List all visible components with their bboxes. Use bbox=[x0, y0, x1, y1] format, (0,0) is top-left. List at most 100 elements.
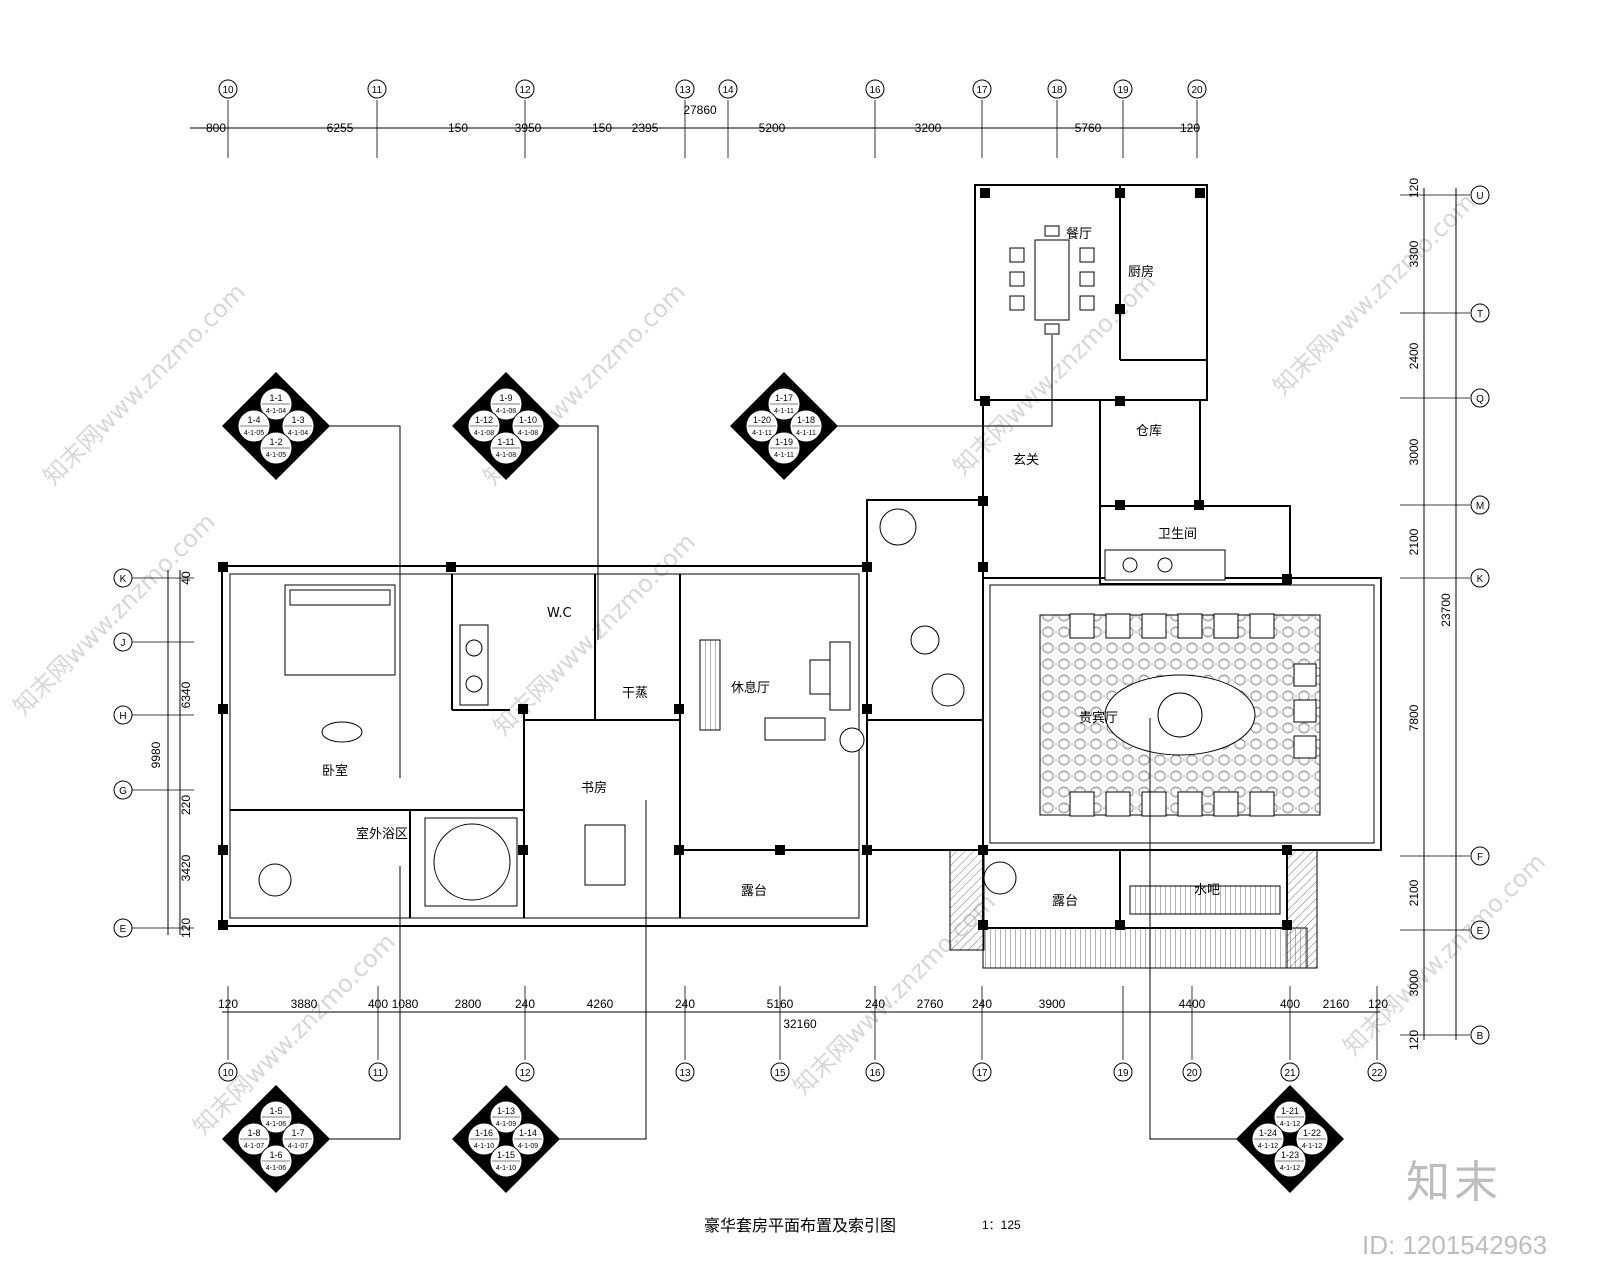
dim-value: 3880 bbox=[291, 997, 318, 1011]
dim-value: 120 bbox=[1180, 121, 1200, 135]
index-cell-sheet: 4-1-11 bbox=[752, 430, 772, 437]
index-cell-sheet: 4-1-10 bbox=[496, 1165, 516, 1172]
axis-bubble bbox=[1470, 388, 1490, 408]
dim-value: 800 bbox=[206, 121, 226, 135]
axis-bubble bbox=[1113, 79, 1133, 99]
dim-value: 7800 bbox=[1407, 704, 1421, 731]
axis-label: 10 bbox=[222, 85, 234, 96]
index-cell-sheet: 4-1-08 bbox=[474, 430, 494, 437]
axis-label: H bbox=[119, 711, 126, 722]
index-cell-number: 1-15 bbox=[497, 1150, 515, 1160]
dim-value: 2800 bbox=[455, 997, 482, 1011]
room-label-storage: 仓库 bbox=[1136, 423, 1162, 439]
index-diamond bbox=[452, 372, 560, 480]
axis-bubble bbox=[865, 79, 885, 99]
axis-label: 11 bbox=[373, 1068, 384, 1079]
drawing-title: 豪华套房平面布置及索引图 bbox=[704, 1216, 897, 1235]
index-cell-sheet: 4-1-12 bbox=[1280, 1121, 1300, 1128]
dim-value: 3950 bbox=[515, 121, 542, 135]
index-cell-sheet: 4-1-05 bbox=[244, 430, 264, 437]
dim-value: 2100 bbox=[1407, 528, 1421, 555]
dim-total: 9980 bbox=[149, 741, 163, 768]
axis-bubble bbox=[1470, 303, 1490, 323]
index-cell-sheet: 4-1-08 bbox=[496, 408, 516, 415]
bedroom-rug bbox=[321, 721, 363, 743]
index-cell-sheet: 4-1-07 bbox=[244, 1143, 264, 1150]
axis-bubble bbox=[1470, 568, 1490, 588]
index-cell-sheet: 4-1-07 bbox=[288, 1143, 308, 1150]
dim-total: 27860 bbox=[683, 103, 717, 117]
watermark-text: 知末网www.znzmo.com bbox=[38, 278, 251, 491]
axis-label: G bbox=[119, 786, 127, 797]
index-diamond bbox=[730, 372, 838, 480]
room-label-lounge: 休息厅 bbox=[731, 680, 770, 696]
index-diamond bbox=[222, 372, 330, 480]
garden-plants bbox=[258, 508, 1017, 897]
dining-chairs bbox=[1009, 225, 1095, 335]
index-cell-sheet: 4-1-06 bbox=[266, 1165, 286, 1172]
dim-value: 150 bbox=[592, 121, 612, 135]
axis-bubble bbox=[675, 79, 695, 99]
axis-label: 21 bbox=[1284, 1068, 1296, 1079]
dim-value: 2400 bbox=[1407, 342, 1421, 369]
axis-bubble bbox=[1470, 185, 1490, 205]
axis-bubble bbox=[770, 1062, 790, 1082]
index-cell-number: 1-12 bbox=[475, 415, 493, 425]
axis-bubble bbox=[1113, 1062, 1133, 1082]
index-diamond bbox=[222, 1085, 330, 1193]
vanity-counter bbox=[459, 624, 489, 706]
index-cell-number: 1-19 bbox=[775, 437, 793, 447]
index-cell-number: 1-23 bbox=[1281, 1150, 1299, 1160]
dim-value: 2100 bbox=[1407, 879, 1421, 906]
axis-bubble bbox=[1367, 1062, 1387, 1082]
index-leaders bbox=[324, 335, 1256, 1140]
axis-label: B bbox=[1477, 1031, 1484, 1042]
room-label-bedroom: 卧室 bbox=[322, 763, 348, 779]
dim-value: 240 bbox=[675, 997, 695, 1011]
index-cell-number: 1-24 bbox=[1259, 1128, 1277, 1138]
terrace-hatch-left bbox=[949, 849, 985, 951]
axis-bubble bbox=[218, 79, 238, 99]
axis-bubble bbox=[113, 780, 133, 800]
index-diamond bbox=[1236, 1085, 1344, 1193]
index-cell-sheet: 4-1-04 bbox=[266, 408, 286, 415]
index-cell-number: 1-17 bbox=[775, 393, 793, 403]
axis-bubble bbox=[113, 632, 133, 652]
axis-bubble bbox=[113, 918, 133, 938]
room-label-study: 书房 bbox=[581, 780, 607, 796]
index-cell-sheet: 4-1-04 bbox=[288, 430, 308, 437]
lounge-bench bbox=[764, 717, 826, 741]
index-cell-sheet: 4-1-08 bbox=[496, 452, 516, 459]
bed-pillows bbox=[289, 589, 391, 606]
dim-value: 240 bbox=[972, 997, 992, 1011]
index-cell-sheet: 4-1-12 bbox=[1280, 1165, 1300, 1172]
index-cell-number: 1-1 bbox=[269, 393, 282, 403]
index-cell-sheet: 4-1-11 bbox=[796, 430, 816, 437]
axis-label: Q bbox=[1476, 394, 1484, 405]
index-cell-number: 1-7 bbox=[291, 1128, 304, 1138]
dim-value: 3200 bbox=[915, 121, 942, 135]
index-cell-number: 1-8 bbox=[247, 1128, 260, 1138]
dim-value: 240 bbox=[515, 997, 535, 1011]
sink-icon bbox=[465, 675, 483, 693]
bar-counter bbox=[1129, 885, 1281, 915]
lounge-tv-unit bbox=[699, 639, 721, 731]
room-label-foyer: 玄关 bbox=[1013, 453, 1039, 468]
axis-bubble bbox=[972, 1062, 992, 1082]
index-cell-number: 1-20 bbox=[753, 415, 771, 425]
index-cell-number: 1-2 bbox=[269, 437, 282, 447]
dim-value: 220 bbox=[179, 795, 193, 815]
axis-label: M bbox=[1476, 501, 1484, 512]
watermark-text: 知末网www.znzmo.com bbox=[1338, 848, 1551, 1061]
study-desk bbox=[584, 824, 626, 886]
dim-value: 240 bbox=[865, 997, 885, 1011]
dining-table bbox=[1034, 239, 1070, 321]
dim-value: 120 bbox=[1368, 997, 1388, 1011]
right-dimension-line: UTQMKFEB12033002400300021007800210030001… bbox=[1400, 178, 1490, 1050]
room-labels: 餐厅 厨房 仓库 玄关 卫生间 W.C 干蒸 休息厅 贵宾厅 卧室 室外浴区 书… bbox=[322, 226, 1220, 909]
room-label-terrace-a: 露台 bbox=[741, 884, 767, 899]
axis-bubble bbox=[1182, 1062, 1202, 1082]
